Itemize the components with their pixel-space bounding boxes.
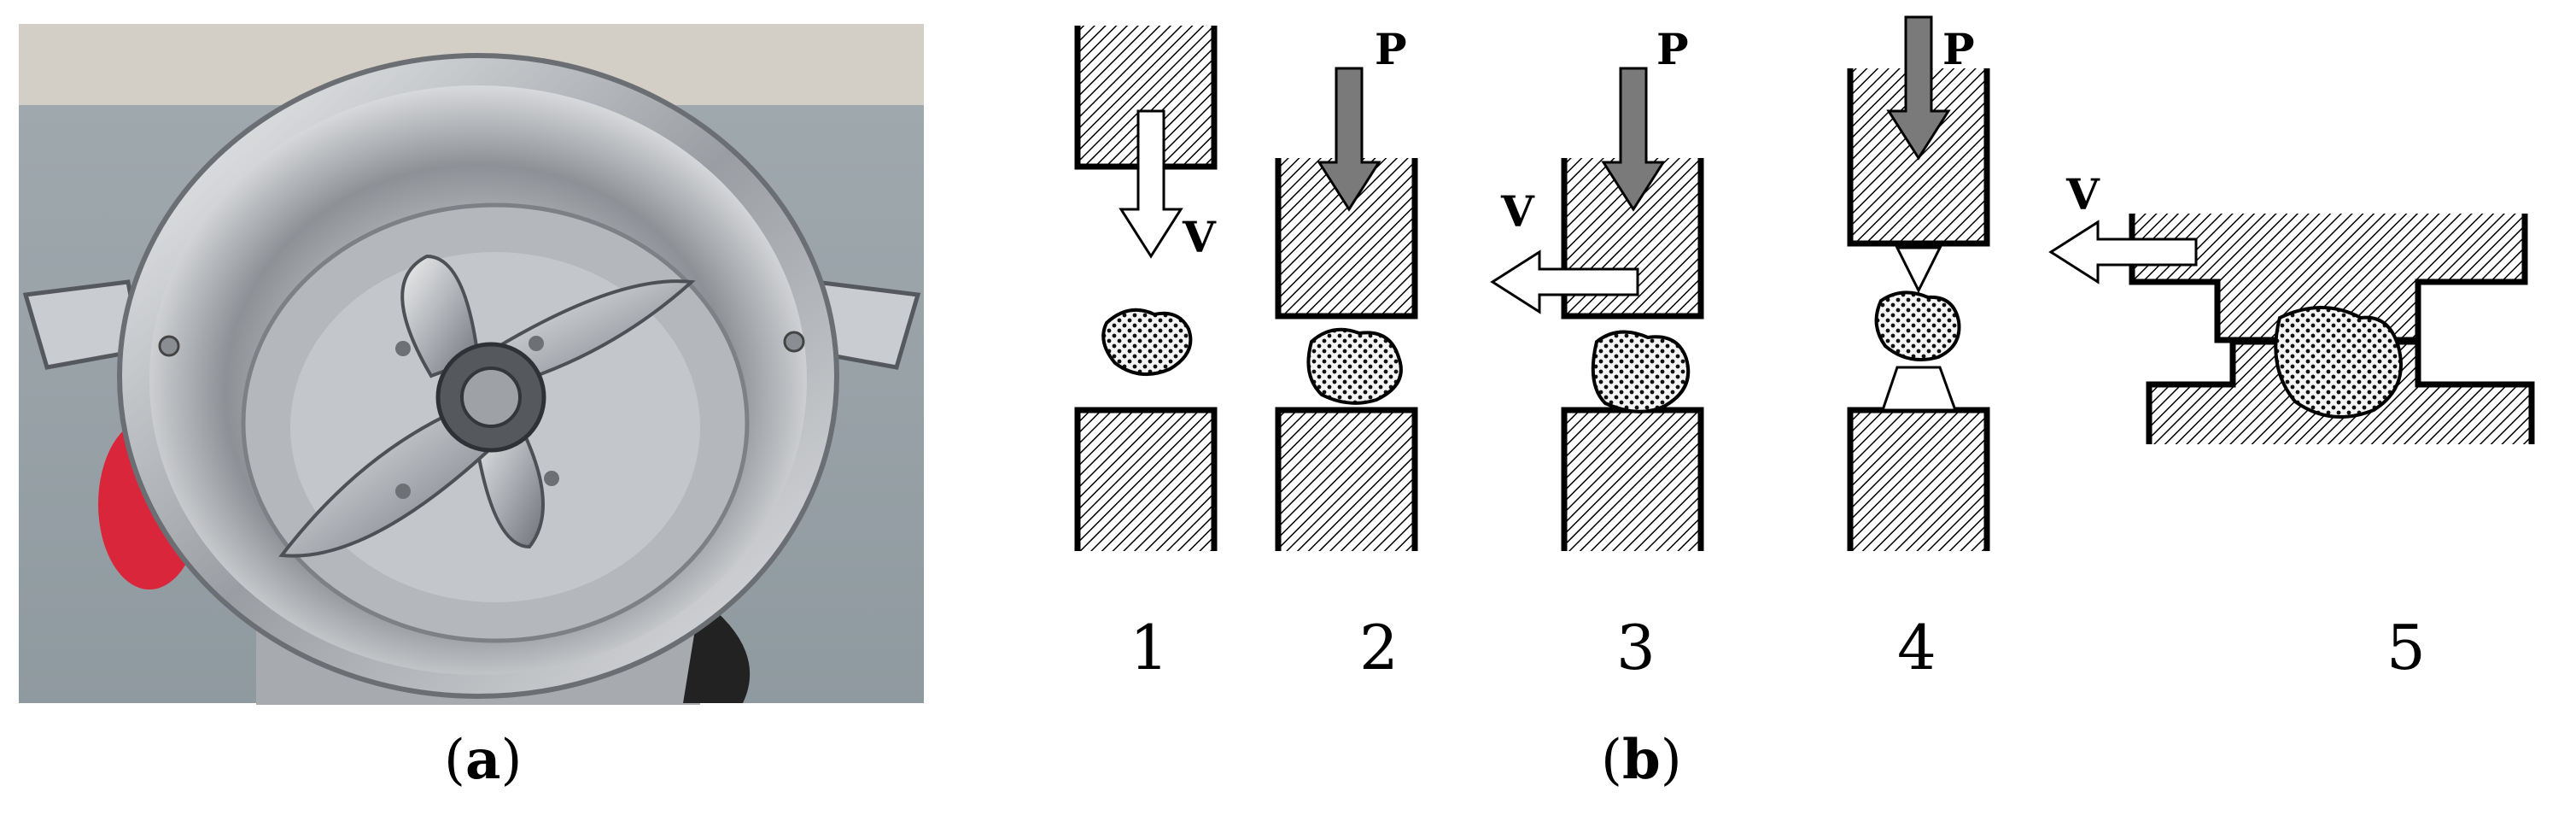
velocity-arrow-left — [2048, 220, 2198, 284]
particle — [1874, 290, 1961, 361]
mode-3-shear — [1490, 67, 1704, 551]
mode-4-attrition — [1847, 15, 1990, 551]
particle — [1101, 308, 1193, 377]
velocity-label: V — [1500, 186, 1535, 237]
contact-cone — [1895, 246, 1942, 294]
particle — [1591, 330, 1691, 413]
mode-2-compression — [1275, 67, 1418, 551]
lower-block — [1275, 407, 1418, 551]
screw — [544, 471, 559, 486]
lower-block — [1847, 407, 1990, 551]
screw — [529, 336, 544, 351]
mode-number-1: 1 — [1130, 612, 1169, 683]
mode-number-5: 5 — [2386, 612, 2426, 683]
caption-b-letter: b — [1621, 728, 1661, 792]
lower-block — [1074, 407, 1218, 551]
contact-cone — [1880, 366, 1958, 412]
mode-number-4: 4 — [1897, 612, 1936, 683]
screw — [158, 335, 180, 357]
force-arrow — [1601, 67, 1666, 212]
particle — [1306, 327, 1403, 405]
lower-block — [1561, 407, 1704, 551]
velocity-arrow-down — [1119, 109, 1183, 259]
mode-5-cutting — [2048, 214, 2535, 444]
particle — [2274, 306, 2403, 419]
mode-1-impact — [1074, 26, 1218, 551]
grinder-photo — [19, 24, 924, 705]
upper-block — [1275, 158, 1418, 320]
blade-left — [278, 399, 498, 558]
hub-nut — [460, 367, 522, 428]
blade-upper — [400, 254, 481, 378]
screw — [395, 484, 411, 499]
force-arrow — [1886, 15, 1951, 161]
force-label: P — [1942, 24, 1975, 74]
diagram-labels: V P P V P V — [1182, 24, 2100, 262]
force-arrow — [1317, 67, 1381, 212]
velocity-label: V — [2065, 169, 2100, 220]
caption-a: (a) — [444, 728, 523, 792]
force-label: P — [1656, 24, 1689, 74]
force-label: P — [1375, 24, 1407, 74]
mode-number-3: 3 — [1616, 612, 1656, 683]
comminution-modes-diagram — [1074, 15, 2535, 551]
screw — [783, 331, 805, 353]
caption-a-letter: a — [464, 728, 501, 792]
screw — [395, 341, 411, 356]
caption-b: (b) — [1601, 728, 1682, 792]
velocity-arrow-left — [1490, 249, 1639, 314]
mode-number-2: 2 — [1359, 612, 1399, 683]
velocity-label: V — [1182, 212, 1217, 262]
